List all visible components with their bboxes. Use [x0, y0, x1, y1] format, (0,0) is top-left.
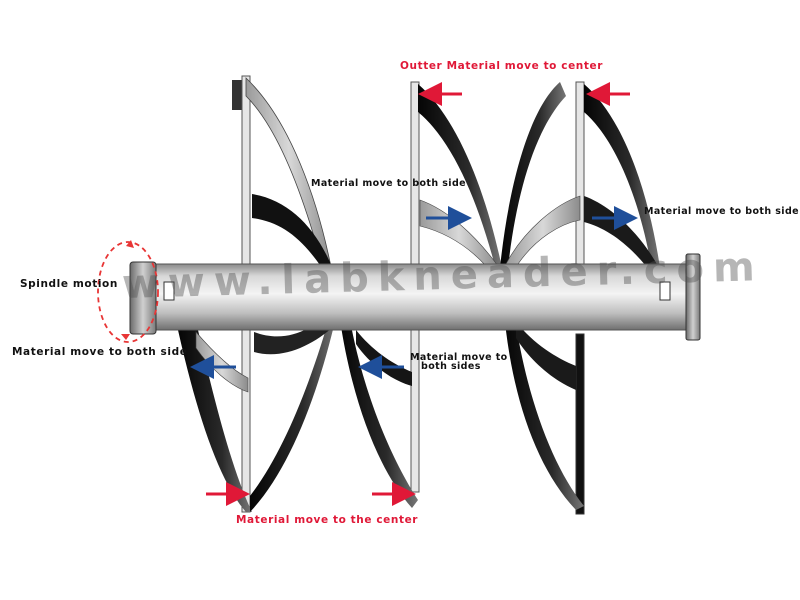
- blade-2-lower-ribbon: [340, 320, 418, 508]
- label-spindle-motion: Spindle motion: [20, 278, 118, 290]
- blade-3-lower-ribbon: [504, 312, 584, 510]
- rotation-ring: [97, 241, 159, 343]
- blade-2-upper-post: [410, 81, 420, 273]
- blade-3-lower-inner: [516, 322, 576, 390]
- label-to-center-bottom: Material move to the center: [236, 514, 419, 526]
- blade-1-upper-inner: [252, 194, 334, 272]
- blade-3-upper-post: [575, 81, 585, 273]
- label-both-side-top: Material move to both side: [311, 178, 467, 189]
- label-both-side-left: Material move to both side: [12, 346, 188, 358]
- right-key-slot: [659, 281, 671, 301]
- blade-1-upper-post: [241, 75, 251, 275]
- label-both-side-right: Material move to both side: [644, 206, 800, 217]
- blade-1-tip: [232, 80, 244, 110]
- blade-1-lower-inner-right: [254, 308, 336, 355]
- left-flange: [129, 261, 157, 335]
- rotation-arrow-bottom: [121, 334, 130, 340]
- blade-3-upper-ribbon-right: [584, 84, 660, 270]
- left-key-slot: [163, 281, 175, 301]
- blade-1-lower-post: [241, 321, 251, 513]
- rotation-arrow-top: [126, 240, 134, 248]
- blade-2-upper-ribbon: [418, 84, 502, 270]
- label-both-sides-middle-2: both sides: [421, 361, 481, 372]
- spindle-shaft: [129, 253, 701, 341]
- blade-3: [500, 81, 660, 515]
- label-both-sides-middle-1: Material move to: [410, 352, 508, 363]
- label-outer-to-center: Outter Material move to center: [400, 60, 603, 72]
- blade-3-upper-ribbon-left: [500, 82, 566, 268]
- blade-3-lower-post: [575, 333, 585, 515]
- blade-2-lower-inner: [356, 330, 412, 386]
- blade-3-upper-inner-right: [584, 196, 658, 266]
- shaft-body: [149, 263, 693, 331]
- right-flange: [685, 253, 701, 341]
- blade-2-lower-post: [410, 321, 420, 493]
